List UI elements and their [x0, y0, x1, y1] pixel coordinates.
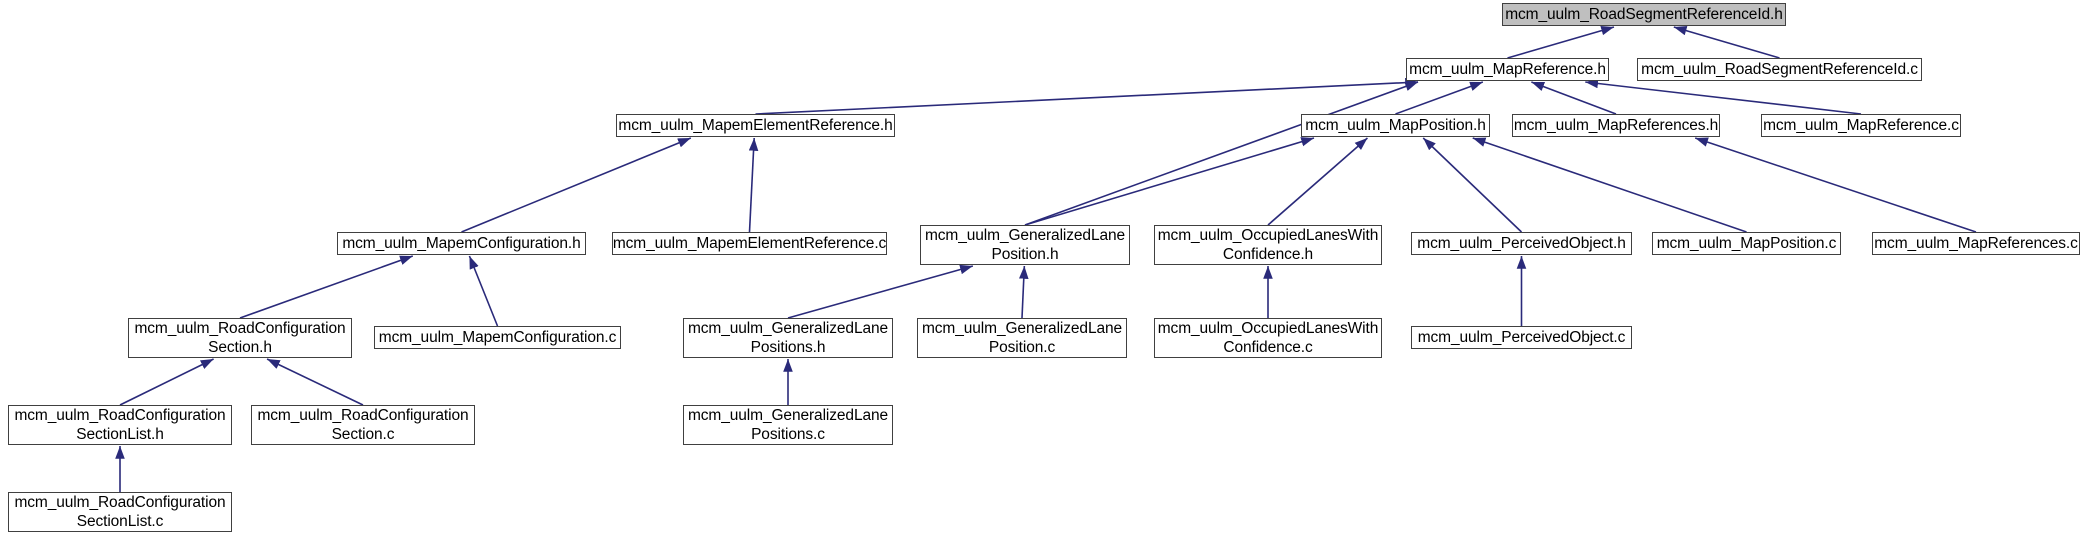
graph-node[interactable]: mcm_uulm_RoadConfiguration Section.h	[128, 318, 352, 358]
graph-node[interactable]: mcm_uulm_MapPosition.c	[1652, 232, 1841, 255]
graph-edge	[1395, 81, 1484, 115]
graph-node: mcm_uulm_RoadSegmentReferenceId.h	[1502, 3, 1786, 26]
graph-edge	[1267, 137, 1368, 226]
graph-node[interactable]: mcm_uulm_MapReference.c	[1761, 114, 1961, 137]
graph-edge	[119, 358, 214, 406]
graph-edge	[468, 255, 499, 327]
graph-node[interactable]: mcm_uulm_MapReference.h	[1406, 58, 1609, 81]
graph-edge	[1024, 81, 1419, 226]
graph-node[interactable]: mcm_uulm_MapemElementReference.c	[612, 232, 887, 255]
graph-edge	[1507, 25, 1615, 59]
graph-edge	[1673, 25, 1780, 59]
graph-node[interactable]: mcm_uulm_PerceivedObject.h	[1411, 232, 1632, 255]
graph-node[interactable]: mcm_uulm_MapReferences.h	[1512, 114, 1720, 137]
graph-node[interactable]: mcm_uulm_GeneralizedLane Position.h	[920, 225, 1130, 265]
graph-edge	[1472, 137, 1747, 233]
graph-node[interactable]: mcm_uulm_RoadConfiguration SectionList.h	[8, 405, 232, 445]
graph-edge	[1531, 81, 1617, 115]
graph-node[interactable]: mcm_uulm_PerceivedObject.c	[1411, 326, 1632, 349]
graph-node[interactable]: mcm_uulm_RoadSegmentReferenceId.c	[1637, 58, 1922, 81]
graph-edge	[1694, 137, 1977, 233]
graph-edge	[266, 358, 364, 406]
graph-edge	[1024, 137, 1315, 226]
graph-node[interactable]: mcm_uulm_MapPosition.h	[1301, 114, 1490, 137]
graph-edge	[461, 137, 692, 233]
graph-node[interactable]: mcm_uulm_MapemConfiguration.c	[374, 326, 621, 349]
graph-node[interactable]: mcm_uulm_GeneralizedLane Position.c	[917, 318, 1127, 358]
graph-node[interactable]: mcm_uulm_OccupiedLanesWith Confidence.h	[1154, 225, 1382, 265]
graph-edge	[1585, 78, 1862, 115]
graph-edge	[748, 137, 759, 233]
graph-node[interactable]: mcm_uulm_MapReferences.c	[1872, 232, 2080, 255]
graph-node[interactable]: mcm_uulm_RoadConfiguration Section.c	[251, 405, 475, 445]
graph-edge	[755, 77, 1419, 115]
graph-node[interactable]: mcm_uulm_OccupiedLanesWith Confidence.c	[1154, 318, 1382, 358]
graph-node[interactable]: mcm_uulm_MapemConfiguration.h	[337, 232, 586, 255]
graph-node[interactable]: mcm_uulm_GeneralizedLane Positions.c	[683, 405, 893, 445]
graph-node[interactable]: mcm_uulm_MapemElementReference.h	[616, 114, 895, 137]
graph-node[interactable]: mcm_uulm_GeneralizedLane Positions.h	[683, 318, 893, 358]
graph-edge	[787, 264, 974, 319]
graph-edge	[239, 255, 414, 319]
graph-edge	[1422, 137, 1523, 233]
graph-edge	[1018, 265, 1029, 319]
graph-node[interactable]: mcm_uulm_RoadConfiguration SectionList.c	[8, 492, 232, 532]
